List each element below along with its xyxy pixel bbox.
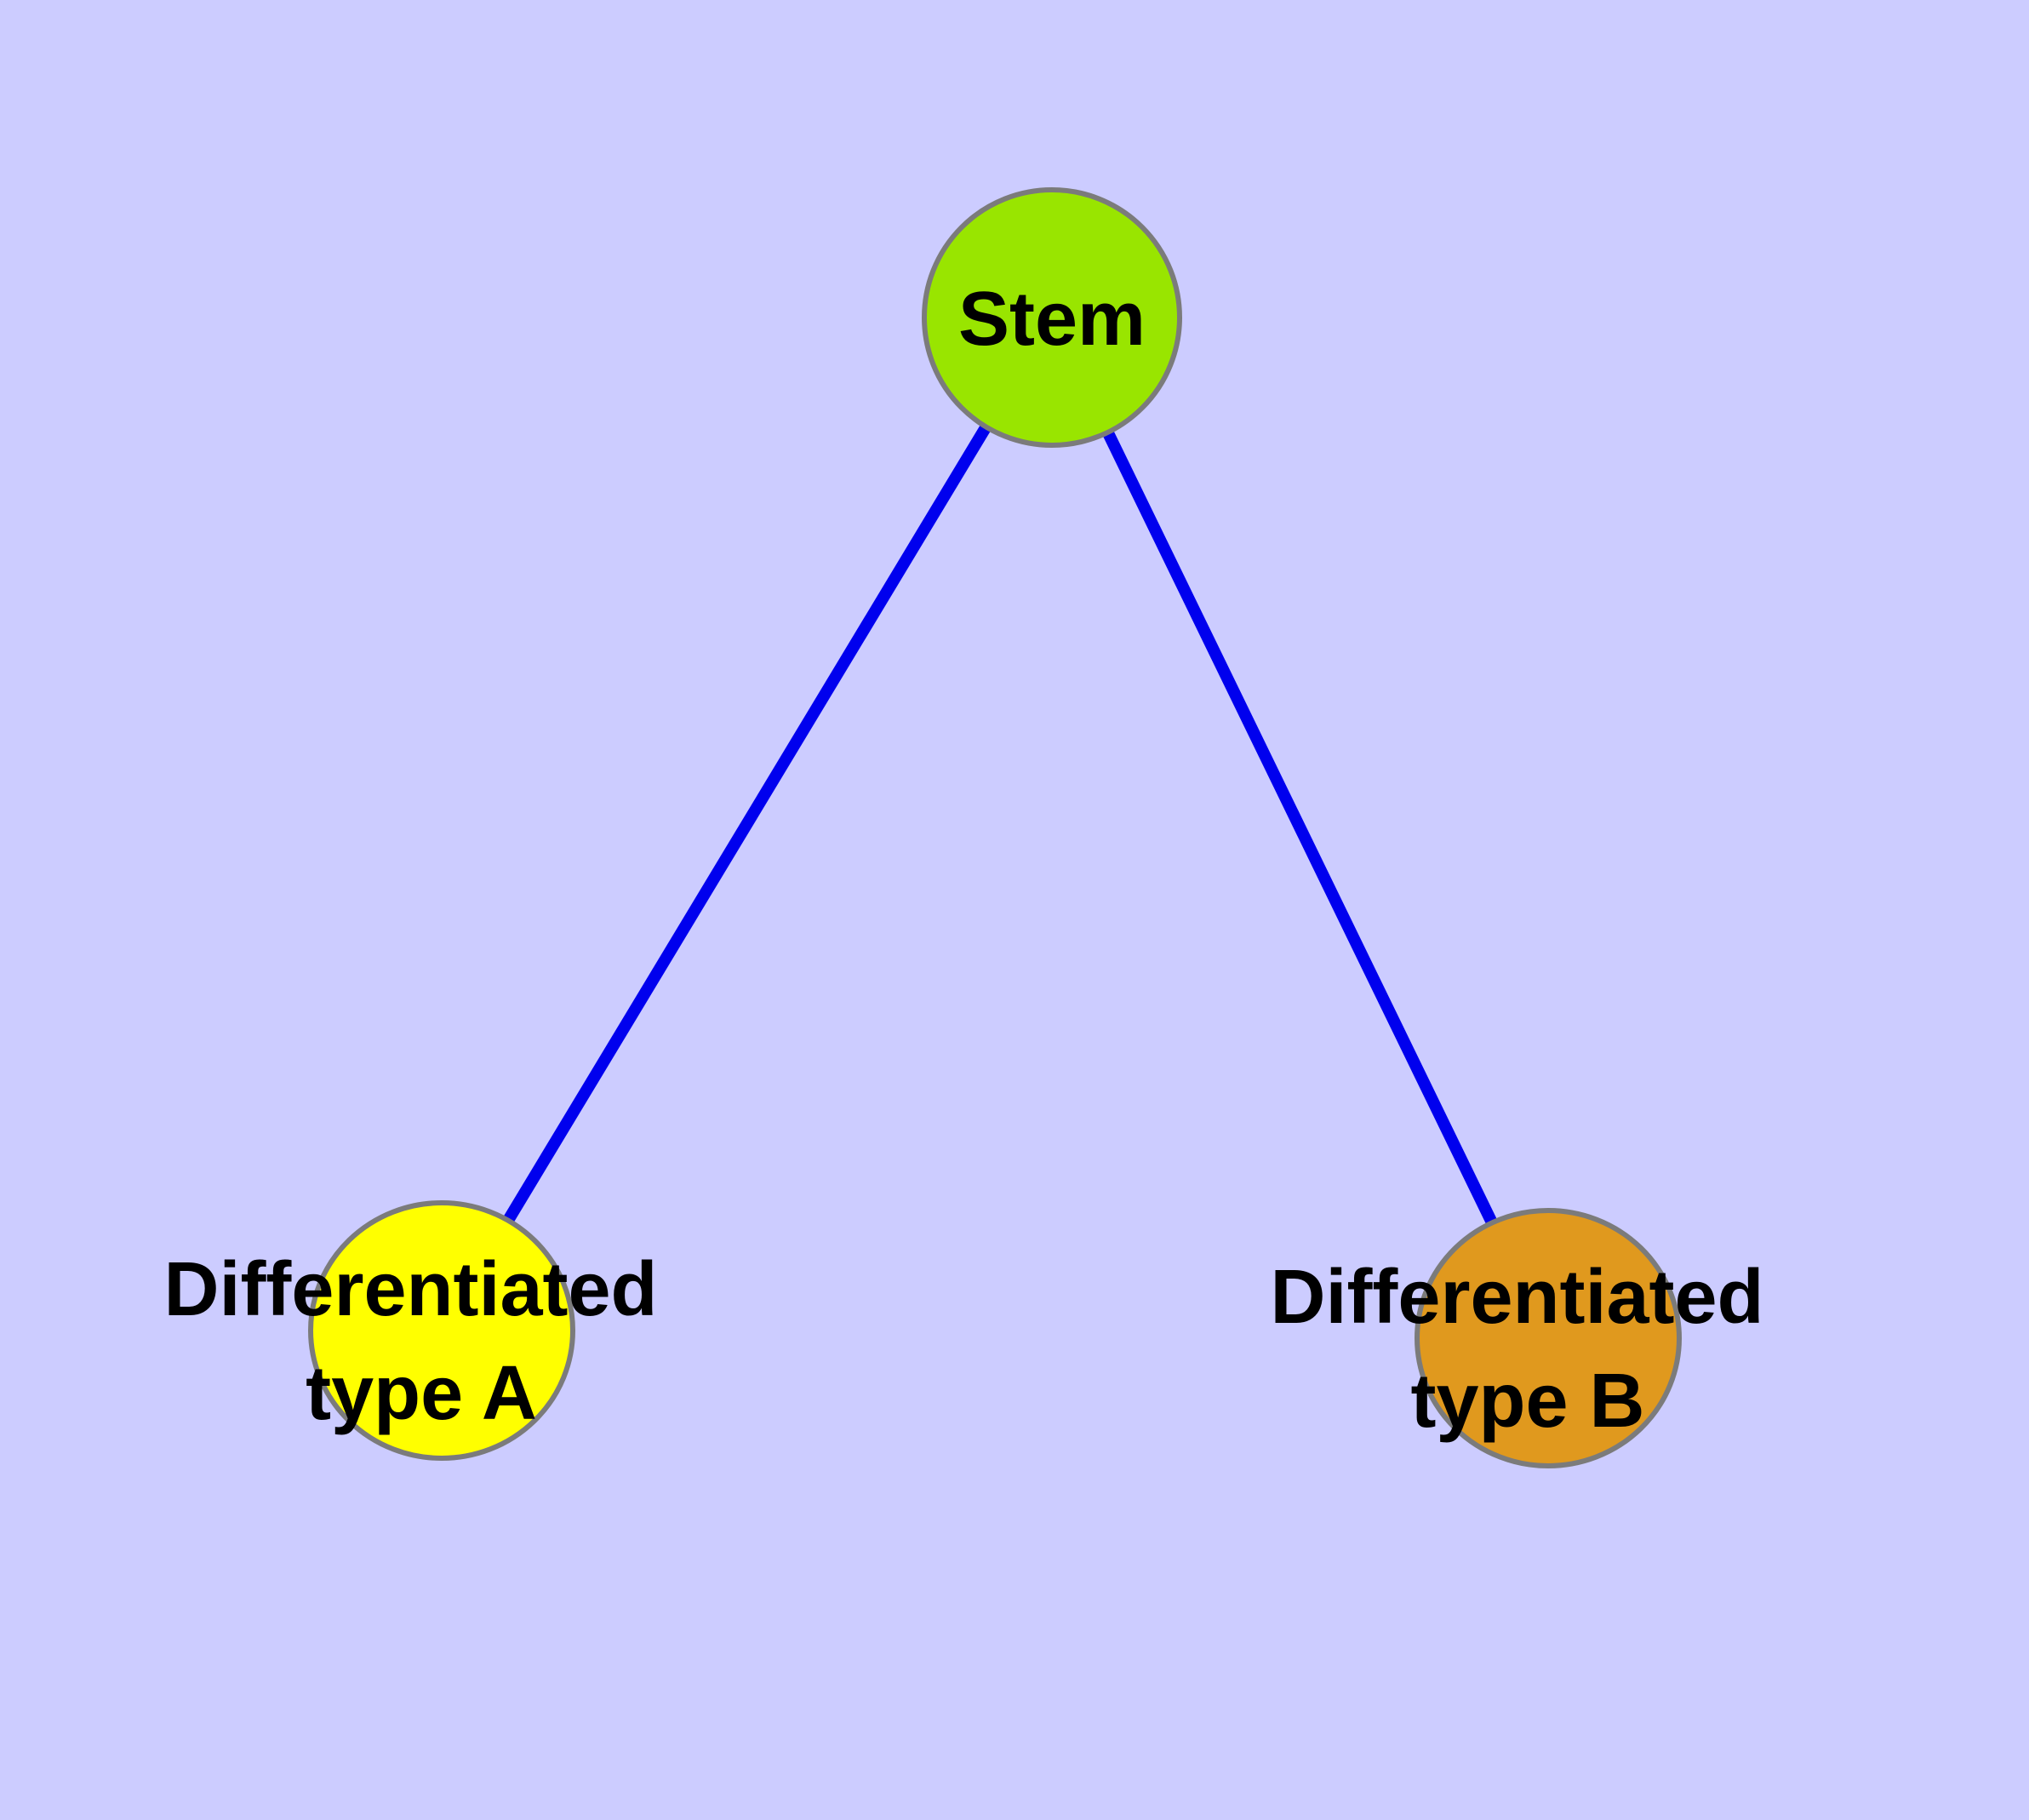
node-type-b-label: Differentiated type B	[1270, 1255, 1785, 1444]
node-type-b-label-line2: type B	[1410, 1359, 1644, 1444]
node-stem-circle	[922, 187, 1182, 448]
node-type-a-circle	[308, 1200, 575, 1461]
node-type-b-label-line1: Differentiated	[1270, 1255, 1763, 1340]
node-type-b-circle	[1415, 1208, 1682, 1468]
node-differentiated-type-a: Differentiated type A	[163, 1200, 678, 1461]
node-stem: Stem	[922, 187, 1182, 448]
edge-stem-to-type-b	[1046, 314, 1554, 1342]
edge-stem-to-type-a	[437, 314, 1057, 1334]
node-type-a-label-line2: type A	[306, 1351, 537, 1436]
node-differentiated-type-b: Differentiated type B	[1270, 1208, 1785, 1468]
node-type-a-label: Differentiated type A	[163, 1247, 678, 1436]
node-type-a-label-line1: Differentiated	[163, 1247, 657, 1332]
node-stem-label: Stem	[958, 277, 1146, 362]
